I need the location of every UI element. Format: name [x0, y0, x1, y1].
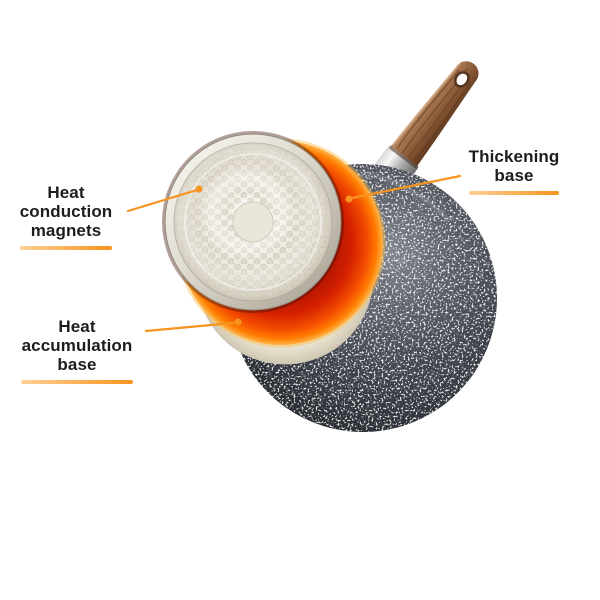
callout-heat-accumulation-base: Heat accumulation base [10, 317, 144, 384]
connector-thickening [350, 174, 462, 200]
handle-collar-seam [389, 145, 418, 168]
connector-heat-conduction [126, 188, 199, 213]
wood-grain-streak [396, 69, 460, 149]
callout-text-line: Heat [47, 183, 85, 202]
callout-text-line: conduction [19, 202, 113, 221]
base-disc-center-cap [232, 201, 274, 243]
callout-text-line: base [494, 166, 534, 185]
callout-text-line: accumulation [21, 336, 133, 355]
handle-hang-hole [453, 71, 470, 88]
callout-text-line: Heat [58, 317, 96, 336]
callout-text-line: magnets [30, 221, 102, 240]
connector-heat-accumulation [144, 321, 235, 333]
callout-heat-conduction-magnets: Heat conduction magnets [6, 183, 126, 250]
wood-grain-streak [414, 82, 471, 161]
callout-text-line: Thickening [468, 147, 560, 166]
callout-underline [21, 380, 133, 384]
callout-thickening-base: Thickening base [458, 147, 570, 195]
callout-underline [469, 191, 559, 195]
connector-dot-thickening [345, 195, 353, 203]
connector-dot-heat-accumulation [234, 318, 242, 326]
callout-underline [20, 246, 112, 250]
callout-text-line: base [57, 355, 97, 374]
connector-dot-heat-conduction [195, 185, 203, 193]
wood-edge-highlight [392, 62, 462, 146]
handle-wood-body [390, 61, 479, 166]
